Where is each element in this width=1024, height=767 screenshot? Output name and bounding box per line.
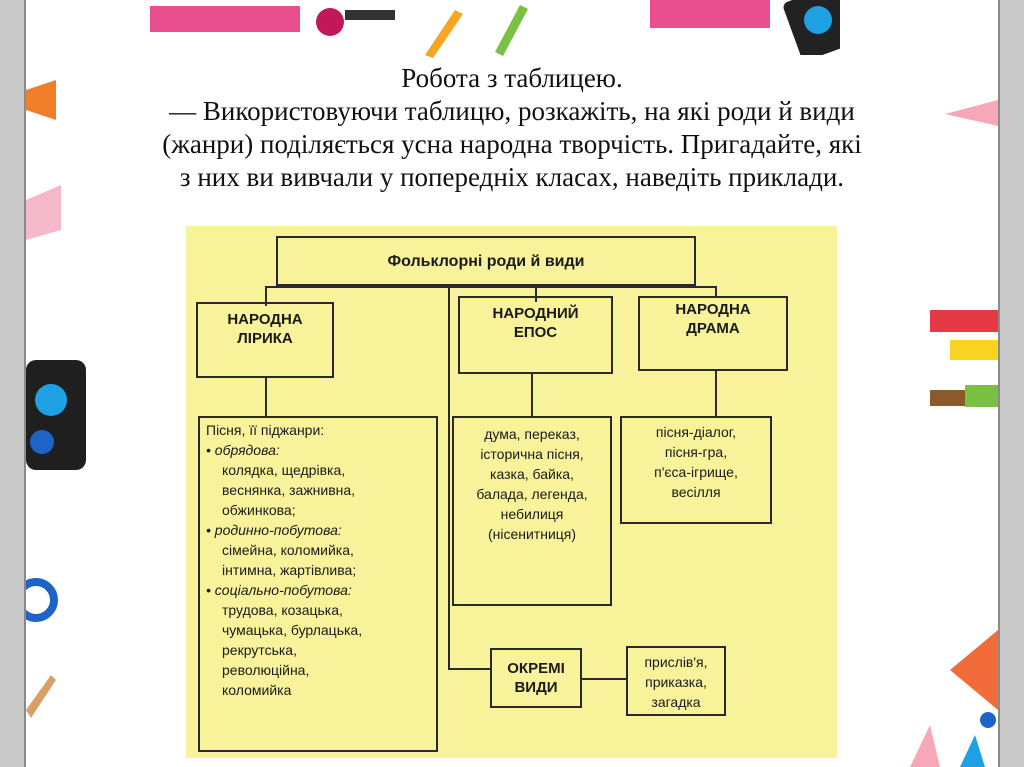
drama-header-box: НАРОДНА ДРАМА: [638, 296, 788, 371]
lyric-title-line: НАРОДНА: [227, 311, 303, 328]
lyric-content-box: Пісня, її піджанри: • обрядова: колядка, щ…: [198, 416, 438, 752]
slide-frame-left: [0, 0, 26, 767]
genre-item: колядка, щедрівка,: [222, 462, 346, 478]
epic-title-line: ЕПОС: [513, 324, 558, 341]
genre-item: веснянка, зажнивна,: [222, 482, 356, 498]
connector-line: [715, 286, 717, 296]
genre-item: революційна,: [222, 662, 310, 678]
separate-title-line: ВИДИ: [514, 679, 558, 696]
drama-title-line: НАРОДНА: [675, 301, 751, 318]
folklore-genres-diagram: Фольклорні роди й види НАРОДНА ЛІРИКА Пі…: [186, 226, 837, 758]
crayon-icon: [26, 578, 58, 622]
genre-item: обжинкова;: [222, 502, 296, 518]
assignment-text: Робота з таблицею. — Використовуючи табл…: [60, 62, 964, 194]
pencil-icon: [425, 5, 528, 58]
crayon-icon: [150, 6, 395, 36]
pencil-icon: [945, 100, 998, 126]
epic-title-line: НАРОДНИЙ: [492, 305, 579, 322]
genre-item: п'єса-ігрище,: [654, 464, 738, 480]
paint-palette-icon: [650, 0, 840, 55]
genre-item: коломийка: [222, 682, 292, 698]
slide-frame-right: [998, 0, 1024, 767]
assignment-line: (жанри) поділяється усна народна творчіс…: [162, 129, 862, 159]
connector-line: [265, 286, 267, 306]
crayon-icon: [910, 725, 985, 767]
separate-title-line: ОКРЕМІ: [507, 660, 565, 677]
assignment-line: — Використовуючи таблицю, розкажіть, на …: [169, 96, 855, 126]
genre-item: балада, легенда,: [476, 486, 588, 502]
genre-item: історична пісня,: [480, 446, 584, 462]
genre-item: (нісенитниця): [487, 526, 577, 542]
drama-title-line: ДРАМА: [686, 320, 740, 337]
connector-line: [535, 286, 537, 302]
epic-header-box: НАРОДНИЙ ЕПОС: [458, 296, 613, 374]
genre-item: загадка: [651, 694, 701, 710]
connector-line: [265, 286, 717, 288]
genre-item: Пісня, її піджанри:: [206, 422, 325, 438]
lyric-header-box: НАРОДНА ЛІРИКА: [196, 302, 334, 378]
diagram-root-box: Фольклорні роди й види: [276, 236, 696, 286]
genre-item: пісня-гра,: [664, 444, 728, 460]
genre-item: • обрядова:: [206, 442, 280, 458]
genre-item: небилиця: [500, 506, 564, 522]
genre-item: весілля: [671, 484, 721, 500]
epic-genre-list: дума, переказ, історична пісня, казка, бай…: [458, 424, 606, 544]
epic-content-box: дума, переказ, історична пісня, казка, бай…: [452, 416, 612, 606]
lyric-genre-list: Пісня, її піджанри: • обрядова: колядка, щ…: [206, 420, 430, 700]
genre-item: рекрутська,: [222, 642, 297, 658]
genre-item: • родинно-побутова:: [206, 522, 342, 538]
paintbrush-icon: [26, 80, 61, 240]
connector-line: [448, 668, 490, 670]
connector-line: [448, 288, 450, 670]
paint-palette-icon: [26, 360, 86, 470]
connector-line: [582, 678, 626, 680]
genre-item: прислів'я,: [644, 654, 708, 670]
connector-line: [531, 374, 533, 416]
assignment-line: з них ви вивчали у попередніх класах, на…: [179, 162, 845, 192]
separate-header-box: ОКРЕМІ ВИДИ: [490, 648, 582, 708]
genre-item: чумацька, бурлацька,: [222, 622, 363, 638]
genre-item: казка, байка,: [490, 466, 574, 482]
ruler-icon: [930, 310, 998, 407]
connector-line: [715, 371, 717, 416]
drama-genre-list: пісня-діалог, пісня-гра, п'єса-ігрище, весі…: [626, 422, 766, 502]
genre-item: приказка,: [645, 674, 707, 690]
diagram-root-label: Фольклорні роди й види: [387, 252, 585, 270]
genre-item: пісня-діалог,: [655, 424, 737, 440]
genre-item: • соціально-побутова:: [206, 582, 352, 598]
genre-item: сімейна, коломийка,: [222, 542, 354, 558]
genre-item: дума, переказ,: [484, 426, 580, 442]
assignment-title: Робота з таблицею.: [401, 63, 623, 93]
genre-item: трудова, козацька,: [222, 602, 343, 618]
genre-item: інтимна, жартівлива;: [222, 562, 357, 578]
separate-genre-list: прислів'я, приказка, загадка: [632, 652, 720, 712]
connector-line: [265, 378, 267, 416]
lyric-title-line: ЛІРИКА: [237, 330, 293, 347]
drama-content-box: пісня-діалог, пісня-гра, п'єса-ігрище, весі…: [620, 416, 772, 524]
pencil-icon: [26, 675, 56, 718]
separate-content-box: прислів'я, приказка, загадка: [626, 646, 726, 716]
crayon-icon: [950, 630, 998, 728]
